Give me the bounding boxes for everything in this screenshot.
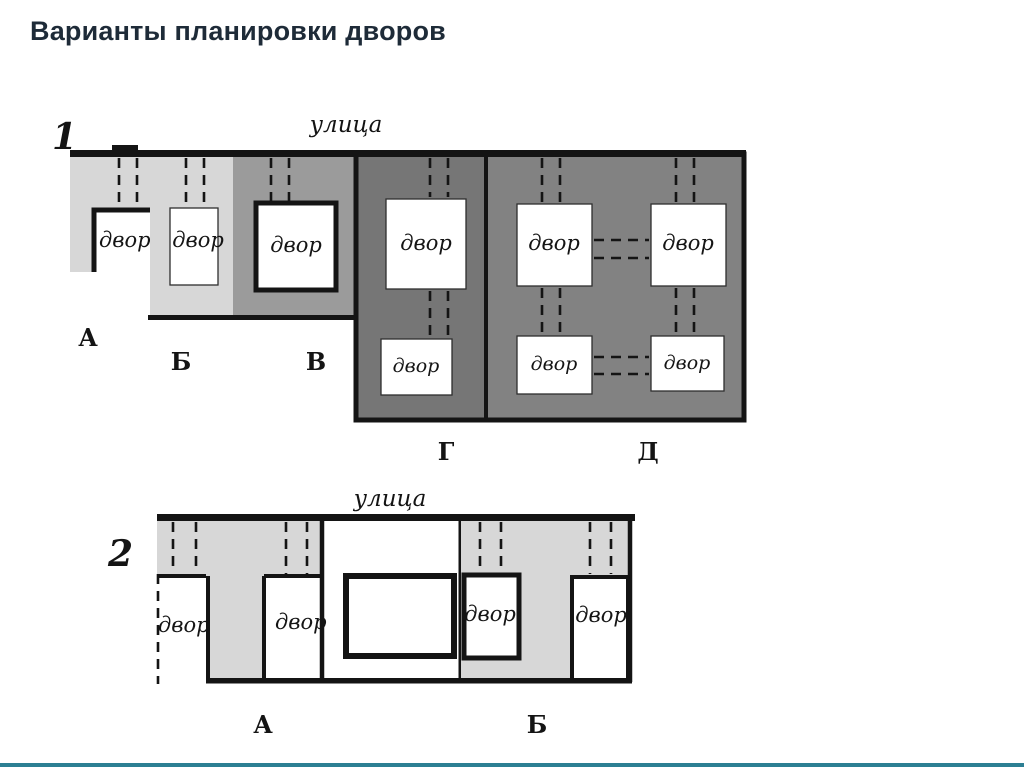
- central-building: [319, 521, 462, 682]
- street-line: [157, 514, 635, 521]
- courtyard: [385, 198, 467, 290]
- courtyard-open: [571, 577, 629, 682]
- courtyard-label: двор: [158, 613, 210, 637]
- building-block: [70, 157, 150, 272]
- section-1a: двор А: [70, 157, 151, 352]
- courtyard-label: двор: [464, 602, 516, 626]
- section-1v: двор В: [233, 157, 355, 376]
- section-1b: двор Б: [150, 157, 233, 376]
- courtyard: [650, 203, 727, 287]
- section-label: Д: [637, 437, 658, 466]
- courtyard-label: двор: [393, 355, 440, 377]
- courtyard-label: двор: [531, 353, 578, 375]
- courtyard-corner-wall: [91, 207, 150, 272]
- courtyard: [650, 335, 725, 392]
- page-title: Варианты планировки дворов: [30, 16, 446, 46]
- courtyard: [516, 203, 593, 287]
- diagram-number: 2: [107, 533, 133, 575]
- courtyard-label: двор: [664, 352, 711, 374]
- section-2b: двор двор Б: [461, 521, 633, 739]
- courtyard-label: двор: [575, 603, 627, 627]
- courtyard: [461, 572, 522, 661]
- courtyard-label: двор: [662, 231, 714, 255]
- section-label: А: [253, 710, 273, 739]
- courtyard-label: двор: [528, 231, 580, 255]
- section-label: Б: [527, 710, 548, 739]
- courtyard: [516, 335, 593, 395]
- diagram-2: 2 улица двор двор А: [107, 486, 635, 739]
- courtyard-label: двор: [275, 610, 327, 634]
- street-tick: [112, 145, 138, 151]
- section-1g: двор двор Г: [355, 157, 486, 466]
- courtyard: [343, 573, 457, 659]
- courtyard: [253, 200, 339, 293]
- courtyard: [380, 338, 453, 396]
- courtyard-label: двор: [172, 228, 224, 252]
- block-bottom-wall: [148, 315, 355, 320]
- building-block: [157, 521, 320, 576]
- courtyard-label: двор: [99, 228, 151, 252]
- courtyard-label: двор: [400, 231, 452, 255]
- section-label: А: [78, 323, 98, 352]
- diagram-1: 1 улица двор А двор Б: [52, 112, 747, 466]
- street-label: улица: [309, 112, 383, 138]
- section-label: Б: [171, 347, 192, 376]
- section-label: Г: [438, 437, 455, 466]
- street-label: улица: [353, 486, 427, 512]
- section-1d: двор двор двор двор Д: [486, 157, 746, 466]
- courtyard-label: двор: [270, 233, 322, 257]
- building-wing: [206, 576, 266, 682]
- section-label: В: [306, 347, 326, 376]
- slide-accent-line: [0, 763, 1024, 767]
- courtyard: [169, 207, 219, 286]
- section-2a: двор двор А: [156, 521, 327, 739]
- block-bottom-wall: [206, 678, 632, 684]
- block-outline: [353, 151, 747, 423]
